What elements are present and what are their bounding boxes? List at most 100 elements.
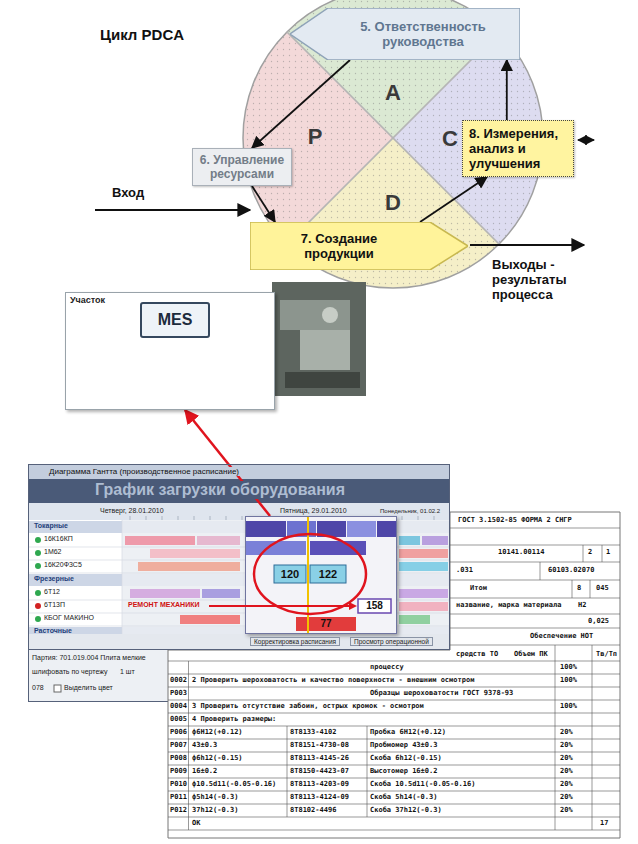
product-arrow: 7. Создание продукции <box>250 222 468 270</box>
table-cell: ОК <box>192 819 200 827</box>
process-document <box>168 778 620 779</box>
process-document <box>168 830 620 831</box>
gantt-window <box>399 589 448 598</box>
gantt-window <box>130 589 200 598</box>
gantt-window <box>194 516 195 520</box>
table-cell: Итом <box>470 584 487 592</box>
connector <box>506 60 508 120</box>
zoom-chart <box>296 617 356 631</box>
table-cell: 8Т8151-4730-08 <box>290 741 349 749</box>
table-cell: 2 Проверить шероховатость и качество пов… <box>192 676 474 684</box>
gantt-window <box>150 549 240 558</box>
gantt-window <box>35 616 41 622</box>
table-cell: 8Т8113-4124-09 <box>290 793 349 801</box>
zoom-chart <box>254 534 366 614</box>
gantt-window <box>35 590 41 596</box>
gantt-window <box>35 537 41 543</box>
process-document <box>592 645 593 830</box>
gantt-window <box>226 516 227 520</box>
gantt-window <box>29 634 449 649</box>
table-cell: 8Т8113-4203-09 <box>290 780 349 788</box>
machine-photo <box>285 372 360 388</box>
table-cell: Скоба 37h12(-0.3) <box>370 806 442 814</box>
node-text: 8. Измерения, анализ и улучшения <box>469 126 567 171</box>
process-document <box>450 628 620 629</box>
gantt-window <box>29 465 450 650</box>
table-cell: Скоба 6h12(-0.15) <box>370 754 442 762</box>
gantt-window <box>399 562 448 571</box>
process-document <box>540 562 541 580</box>
table-cell: Р006 <box>170 728 187 736</box>
gantt-window <box>146 516 147 520</box>
gantt-text: 16К20Ф3С5 <box>44 561 82 569</box>
gantt-window <box>29 650 169 702</box>
table-cell: 17 <box>600 819 608 827</box>
table-cell: Пробмомер 43±0.3 <box>370 741 437 749</box>
table-cell: 37h12(-0.3) <box>192 806 238 814</box>
table-cell: название, марка материала <box>456 601 561 609</box>
connector <box>420 177 487 222</box>
gantt-window <box>29 520 122 634</box>
quadrant-letter: C <box>440 126 460 151</box>
process-document <box>188 661 189 830</box>
zoom-chart <box>246 521 286 537</box>
gantt-window <box>138 562 240 571</box>
node-text: Участок <box>70 295 270 305</box>
gantt-text: 1 шт <box>120 668 135 676</box>
zoom-chart <box>347 521 376 537</box>
table-cell: Скоба 10.5d11(-0.05-0.16) <box>370 780 475 788</box>
zoom-chart <box>377 521 396 537</box>
table-cell: 10141.00114 <box>498 548 544 556</box>
gantt-text: 1М62 <box>44 548 62 556</box>
table-cell: 4 Проверить размеры: <box>192 715 276 723</box>
gantt-window <box>202 589 240 598</box>
process-document <box>450 545 620 546</box>
connector <box>252 186 275 222</box>
bar-number: 120 <box>274 565 306 583</box>
bar-number: 158 <box>358 599 391 613</box>
gantt-window <box>399 615 430 624</box>
connector <box>185 410 270 516</box>
table-cell: 8Т8150-4423-07 <box>290 767 349 775</box>
gantt-window <box>29 627 122 634</box>
gantt-window <box>130 516 131 520</box>
gantt-window <box>399 536 420 545</box>
gantt-window <box>35 550 41 556</box>
site-panel: УчастокMES <box>65 292 275 410</box>
process-document <box>168 661 620 662</box>
table-cell: 16±0.2 <box>192 767 217 775</box>
gantt-window <box>242 516 243 520</box>
table-cell: 2 <box>588 548 592 556</box>
gantt-window <box>29 521 122 533</box>
table-cell: 20% <box>560 806 573 814</box>
table-cell: средств ТО <box>456 650 498 658</box>
process-document <box>450 580 620 581</box>
connector <box>252 60 350 148</box>
gantt-window <box>29 574 122 586</box>
machine-photo <box>272 282 366 396</box>
zoom-panel: 12012215877 <box>245 516 397 634</box>
gantt-button: Просмотр операционной <box>350 637 433 646</box>
responsibility-arrow: 5. Ответственность руководства <box>290 8 520 60</box>
gantt-window <box>402 516 403 520</box>
flow-arrow <box>95 209 250 211</box>
quadrant-letter: D <box>383 190 403 215</box>
flow-arrow <box>578 139 594 141</box>
node-text: 5. Ответственность руководства <box>334 19 512 49</box>
gantt-text: Четверг, 28.01.2010 <box>100 507 164 515</box>
gantt-window <box>422 536 448 545</box>
mes-box: MES <box>140 302 210 338</box>
process-box: 8. Измерения, анализ и улучшения <box>462 120 574 177</box>
process-document <box>168 765 620 766</box>
process-document <box>168 817 620 818</box>
quadrant-letter: P <box>305 124 325 149</box>
gantt-text: Партия: 701.019.004 Плита мелкие <box>32 654 146 662</box>
table-cell: Н2 <box>578 601 586 609</box>
process-document <box>168 739 620 740</box>
table-cell: Р003 <box>170 689 187 697</box>
zoom-chart <box>358 599 391 613</box>
gantt-window <box>210 516 211 520</box>
gantt-window <box>35 603 41 609</box>
table-cell: 20% <box>560 780 573 788</box>
